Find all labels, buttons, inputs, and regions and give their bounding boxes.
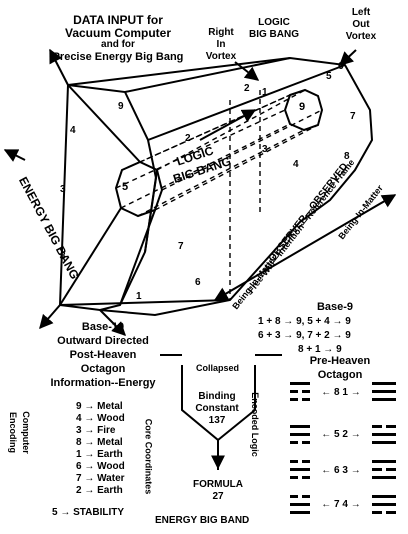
base9-line-1: 1 + 8 → 9, 5 + 4 → 9	[258, 316, 351, 327]
left-out-vortex-3: Vortex	[345, 31, 377, 42]
right-in-vortex-2: In	[216, 39, 226, 50]
num-l9: 9	[118, 101, 124, 112]
enc-item-1: 9 → Metal	[76, 401, 123, 412]
encoded-logic-label: Encoded Logic	[249, 392, 260, 457]
core-coordinates-label: Core Coordinates	[143, 418, 154, 495]
base10-line-5: Information--Energy	[50, 377, 156, 389]
enc-item-6: 6 → Wood	[76, 461, 125, 472]
right-in-vortex-3: Vortex	[205, 51, 237, 62]
enc-item-2: 4 → Wood	[76, 413, 125, 424]
base9-title: Base-9	[316, 301, 354, 313]
pre-heaven-trigrams	[290, 382, 396, 514]
pre-heaven-title-2: Octagon	[317, 369, 363, 381]
base10-line-1: Base-10	[81, 321, 125, 333]
computer-encoding-2: Encoding	[8, 412, 18, 453]
base10-line-4: Octagon	[80, 363, 126, 375]
pre-heaven-row-1: ← 8 1 →	[321, 387, 361, 398]
collapsed-label: Collapsed	[196, 363, 240, 373]
pre-heaven-row-3: ← 6 3 →	[321, 465, 361, 476]
enc-item-4: 8 → Metal	[76, 437, 123, 448]
left-out-vortex-2: Out	[352, 19, 370, 30]
footer-label: ENERGY BIG BAND	[155, 515, 250, 526]
base9-line-2: 6 + 3 → 9, 7 + 2 → 9	[258, 330, 351, 341]
num-r4: 4	[293, 159, 299, 170]
num-l4: 4	[70, 125, 76, 136]
title-line-1: DATA INPUT for	[73, 13, 163, 27]
stability-label: 5 → STABILITY	[52, 507, 125, 518]
num-r7: 7	[350, 111, 356, 122]
num-r6: 6	[338, 61, 344, 72]
num-l6: 6	[195, 277, 201, 288]
num-r1: 1	[262, 87, 268, 98]
num-r3: 3	[262, 144, 268, 155]
enc-item-3: 3 → Fire	[76, 425, 116, 436]
computer-encoding-1: Computer	[20, 411, 31, 454]
num-r2: 2	[244, 83, 250, 94]
binding-2: Constant	[195, 403, 239, 414]
title-line-4: Precise Energy Big Bang	[52, 51, 184, 63]
title-line-2: Vacuum Computer	[64, 26, 172, 40]
num-r9: 9	[299, 101, 306, 113]
title-line-3: and for	[101, 39, 135, 50]
base10-line-3: Post-Heaven	[69, 349, 137, 361]
num-r5: 5	[326, 71, 332, 82]
enc-item-7: 7 → Water	[76, 473, 125, 484]
num-l8: 8	[60, 251, 66, 262]
num-l5: 5	[122, 181, 129, 193]
num-l7: 7	[178, 241, 184, 252]
pre-heaven-row-2: ← 5 2 →	[321, 429, 361, 440]
num-r8: 8	[344, 151, 350, 162]
base10-line-2: Outward Directed	[57, 335, 149, 347]
left-out-vortex-1: Left	[351, 7, 371, 18]
right-in-vortex-1: Right	[208, 27, 234, 38]
binding-1: Binding	[198, 391, 236, 402]
formula-2: 27	[212, 491, 224, 502]
pre-heaven-row-4: ← 7 4 →	[321, 499, 361, 510]
logic-top-1: LOGIC	[258, 17, 290, 28]
enc-item-8: 2 → Earth	[76, 485, 123, 496]
pre-heaven-title-1: Pre-Heaven	[309, 355, 371, 367]
binding-3: 137	[208, 415, 226, 426]
base9-line-3: 8 + 1 → 9	[298, 344, 342, 355]
num-l1: 1	[136, 291, 142, 302]
formula-1: FORMULA	[193, 479, 243, 490]
num-l3: 3	[60, 184, 66, 195]
logic-top-2: BIG BANG	[249, 29, 299, 40]
num-l2: 2	[185, 133, 191, 144]
enc-item-5: 1 → Earth	[76, 449, 123, 460]
